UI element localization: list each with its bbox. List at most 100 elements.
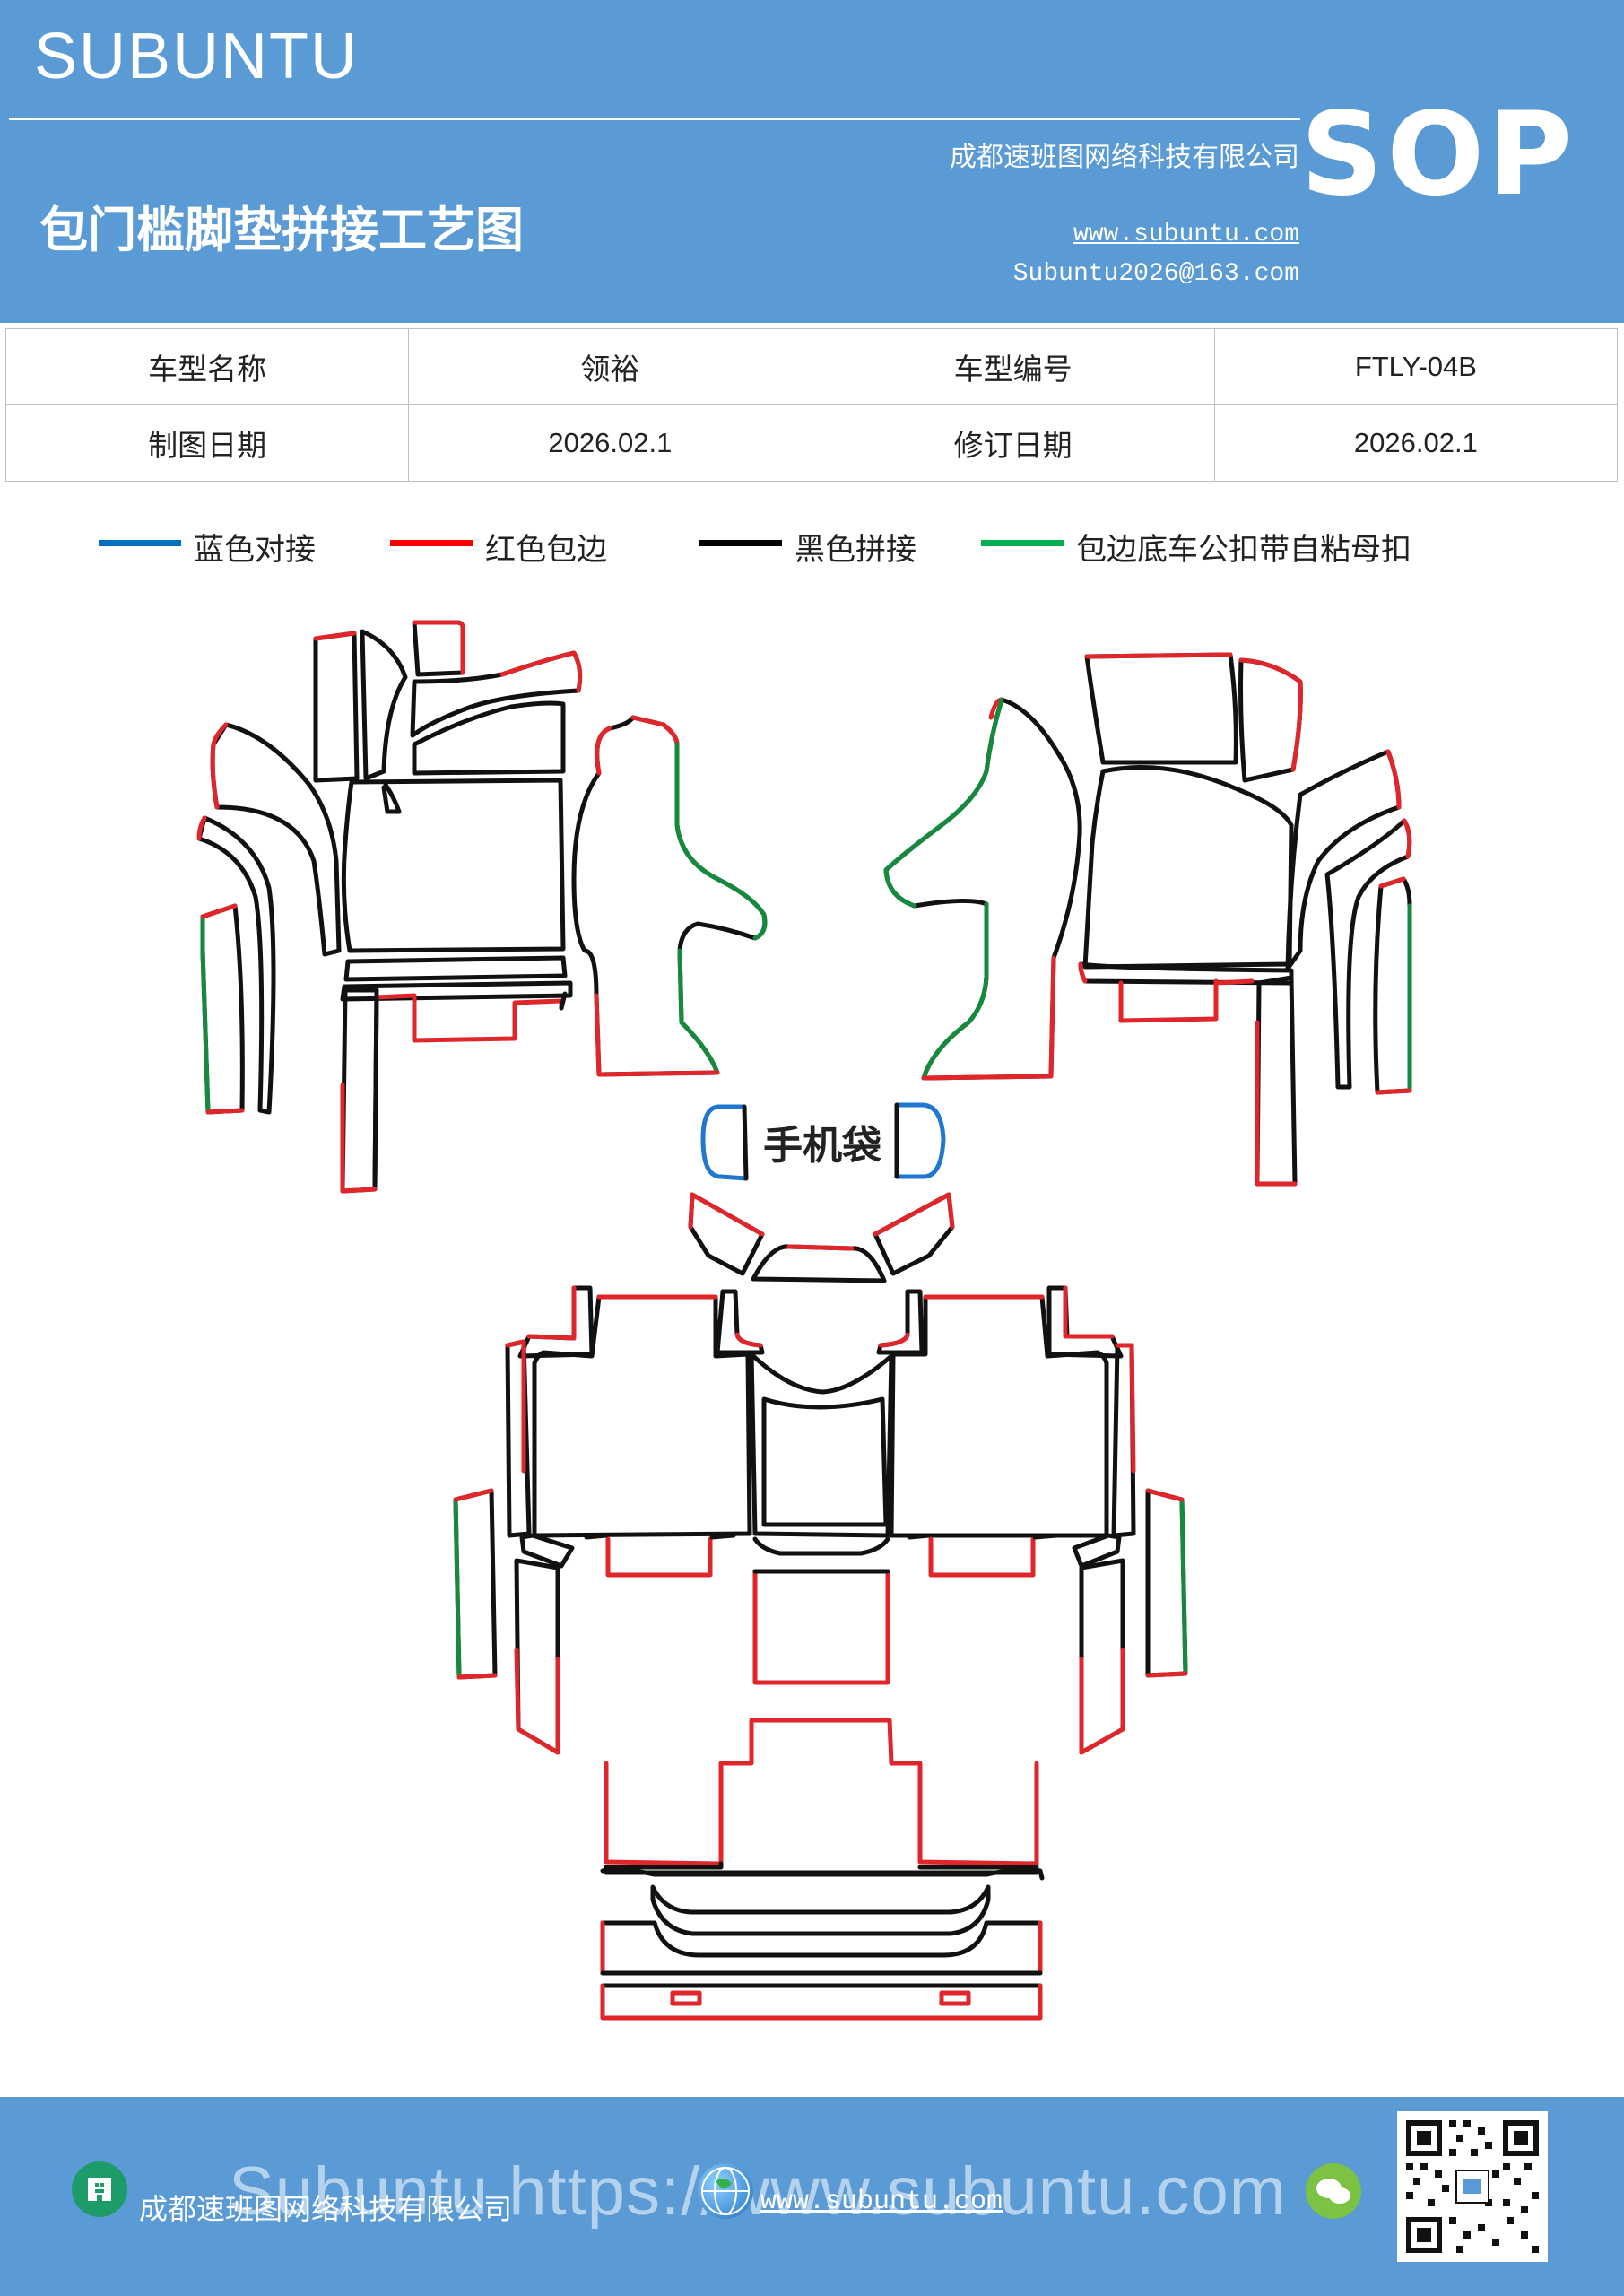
mat-piece [196,815,276,1115]
legend-item-black: 黑色拼接 [699,525,916,569]
mat-piece [210,722,229,810]
wechat-icon[interactable] [1306,2163,1361,2219]
building-icon [88,2178,111,2201]
legend: 蓝色对接 红色包边 黑色拼接 包边底车公扣带自粘母扣 [0,525,1624,570]
sop-badge: SOP [1300,88,1576,222]
qr-code [1397,2111,1548,2262]
phone-pocket-left-tab [700,1104,749,1181]
mat-piece [1402,818,1412,859]
legend-swatch-blue [99,540,181,546]
model-code-value: FTLY-04B [1213,328,1619,405]
mat-piece [889,1294,1109,1538]
table-row: 制图日期 2026.02.1 修订日期 2026.02.1 [4,404,1619,482]
chat-bubble-icon [1316,2179,1350,2204]
mat-piece [1078,961,1294,986]
mat-piece [688,1192,765,1276]
left-front-mat-group [196,620,768,1194]
mat-piece [751,1244,887,1283]
mat-piece [1255,975,1298,1187]
revise-date-value: 2026.02.1 [1213,404,1619,482]
mat-piece [1079,1558,1125,1755]
phone-pocket-left-edge [742,1104,749,1181]
mat-piece [341,778,566,953]
mat-piece [412,620,465,677]
mat-piece [873,1192,955,1237]
mat-piece [200,903,245,1115]
mat-piece [499,650,583,693]
company-building-icon [72,2161,127,2217]
mat-piece [595,715,680,776]
globe-lines-icon [701,2167,750,2215]
mat-piece [752,1569,890,1685]
mat-piece [1324,818,1412,1090]
mat-piece [752,1536,890,1556]
mat-piece [1115,1343,1136,1474]
legend-swatch-red [390,540,473,546]
header-divider [9,118,1300,120]
console-top-group [688,1192,955,1283]
mat-piece [1078,961,1088,984]
legend-label: 红色包边 [485,532,607,568]
table-row: 车型名称 领裕 车型编号 FTLY-04B [4,328,1619,405]
footer-company-name: 成都速班图网络科技有限公司 [139,2192,513,2226]
trunk-mat-group [600,1718,1045,2021]
mat-piece [1373,876,1412,1095]
mat-piece [571,715,768,1077]
mat-piece [873,1192,955,1276]
rear-mat-group [453,1285,1188,1755]
mat-piece [412,620,465,675]
right-front-mat-group [883,652,1412,1187]
legend-label: 包边底车公扣带自粘母扣 [1076,532,1411,568]
mat-piece [514,1558,560,1755]
brand-name: SUBUNTU [34,21,360,92]
mat-piece [1255,1020,1298,1187]
mat-piece [921,955,1056,1081]
mat-piece [200,914,211,1115]
phone-pocket-label: 手机袋 [763,1123,881,1169]
mat-piece [410,650,583,738]
model-name-label: 车型名称 [4,328,410,405]
mat-piece [878,1332,910,1348]
mat-piece [1046,1285,1124,1359]
mat-piece [928,1536,1036,1578]
email-address[interactable]: Subuntu2026@163.com [1012,260,1299,288]
mat-piece [761,1396,889,1527]
mat-piece [196,815,207,841]
mat-piece [517,1285,595,1359]
mat-piece [532,1294,752,1538]
mat-piece [674,742,768,1075]
footer-website-link[interactable]: www.subuntu.com [760,2187,1003,2217]
mat-piece [670,1990,971,2006]
mat-piece [381,782,402,814]
mat-piece [604,1718,1039,1866]
mat-piece [1179,1497,1188,1676]
mat-piece [907,1533,1059,1540]
legend-item-blue: 蓝色对接 [99,525,316,569]
mat-piece [340,987,379,1194]
mat-piece [340,1083,378,1194]
legend-label: 蓝色对接 [194,532,316,568]
mat-piece [519,1533,575,1569]
website-link[interactable]: www.subuntu.com [1073,221,1299,248]
company-name: 成都速班图网络科技有限公司 [950,142,1299,173]
mat-piece [1145,1488,1188,1678]
mat-piece [453,1488,498,1680]
mat-piece [1375,876,1412,1095]
mat-piece [650,1884,991,1936]
legend-swatch-green [981,540,1064,546]
mat-piece [374,993,564,1043]
mat-piece [526,1285,577,1341]
footer-banner: Subuntu https://www.subuntu.com 成都速班图网络科… [0,2097,1624,2296]
mat-piece [594,993,720,1077]
mat-piece [1285,749,1402,971]
mat-piece [1385,749,1402,810]
revise-date-label: 修订日期 [811,404,1215,482]
header-banner: SUBUNTU 包门槛脚垫拼接工艺图 成都速班图网络科技有限公司 www.sub… [0,0,1624,323]
mat-piece [1145,1488,1188,1678]
mat-piece [604,1861,1039,1870]
mat-piece [372,991,568,1187]
mat-piece [734,1332,763,1348]
mat-piece [1118,978,1255,1023]
mat-piece [1238,657,1303,772]
model-code-label: 车型编号 [811,328,1215,405]
